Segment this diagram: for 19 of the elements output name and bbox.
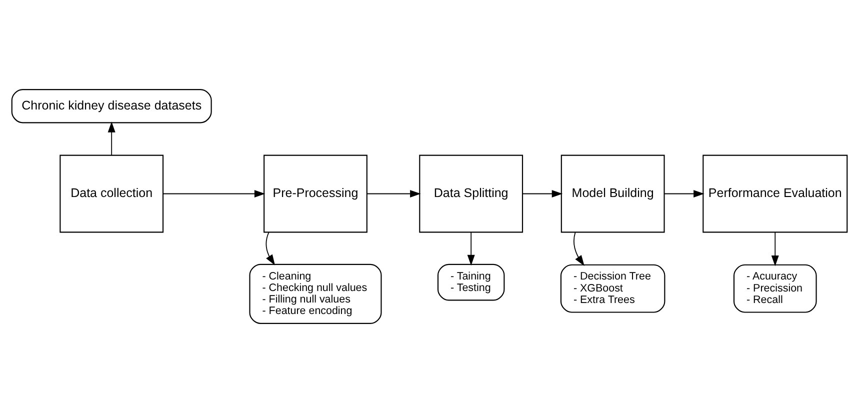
arrow <box>522 190 563 198</box>
arrow <box>162 190 266 198</box>
arrow <box>664 190 704 198</box>
arrow <box>771 231 779 266</box>
node-box: Data collection <box>60 154 164 232</box>
arrow <box>467 231 475 266</box>
arrow <box>108 121 116 156</box>
node-box: Performance Evaluation <box>702 154 848 232</box>
arrow <box>366 190 421 198</box>
node-box: - Decission Tree - XGBoost - Extra Trees <box>560 264 666 312</box>
arrow <box>573 231 584 266</box>
node-box: - Cleaning - Checking null values - Filling null values - Feature encoding <box>249 263 382 324</box>
arrow <box>266 231 276 265</box>
node-box: Data Splitting <box>419 154 524 232</box>
node-box: - Taining - Testing <box>437 263 505 300</box>
node-box: - Acuuracy - Precission - Recall <box>733 264 817 312</box>
node-box: Model Building <box>560 154 665 232</box>
node-box: Pre-Processing <box>264 154 368 232</box>
node-box: Chronic kidney disease datasets <box>11 88 212 123</box>
